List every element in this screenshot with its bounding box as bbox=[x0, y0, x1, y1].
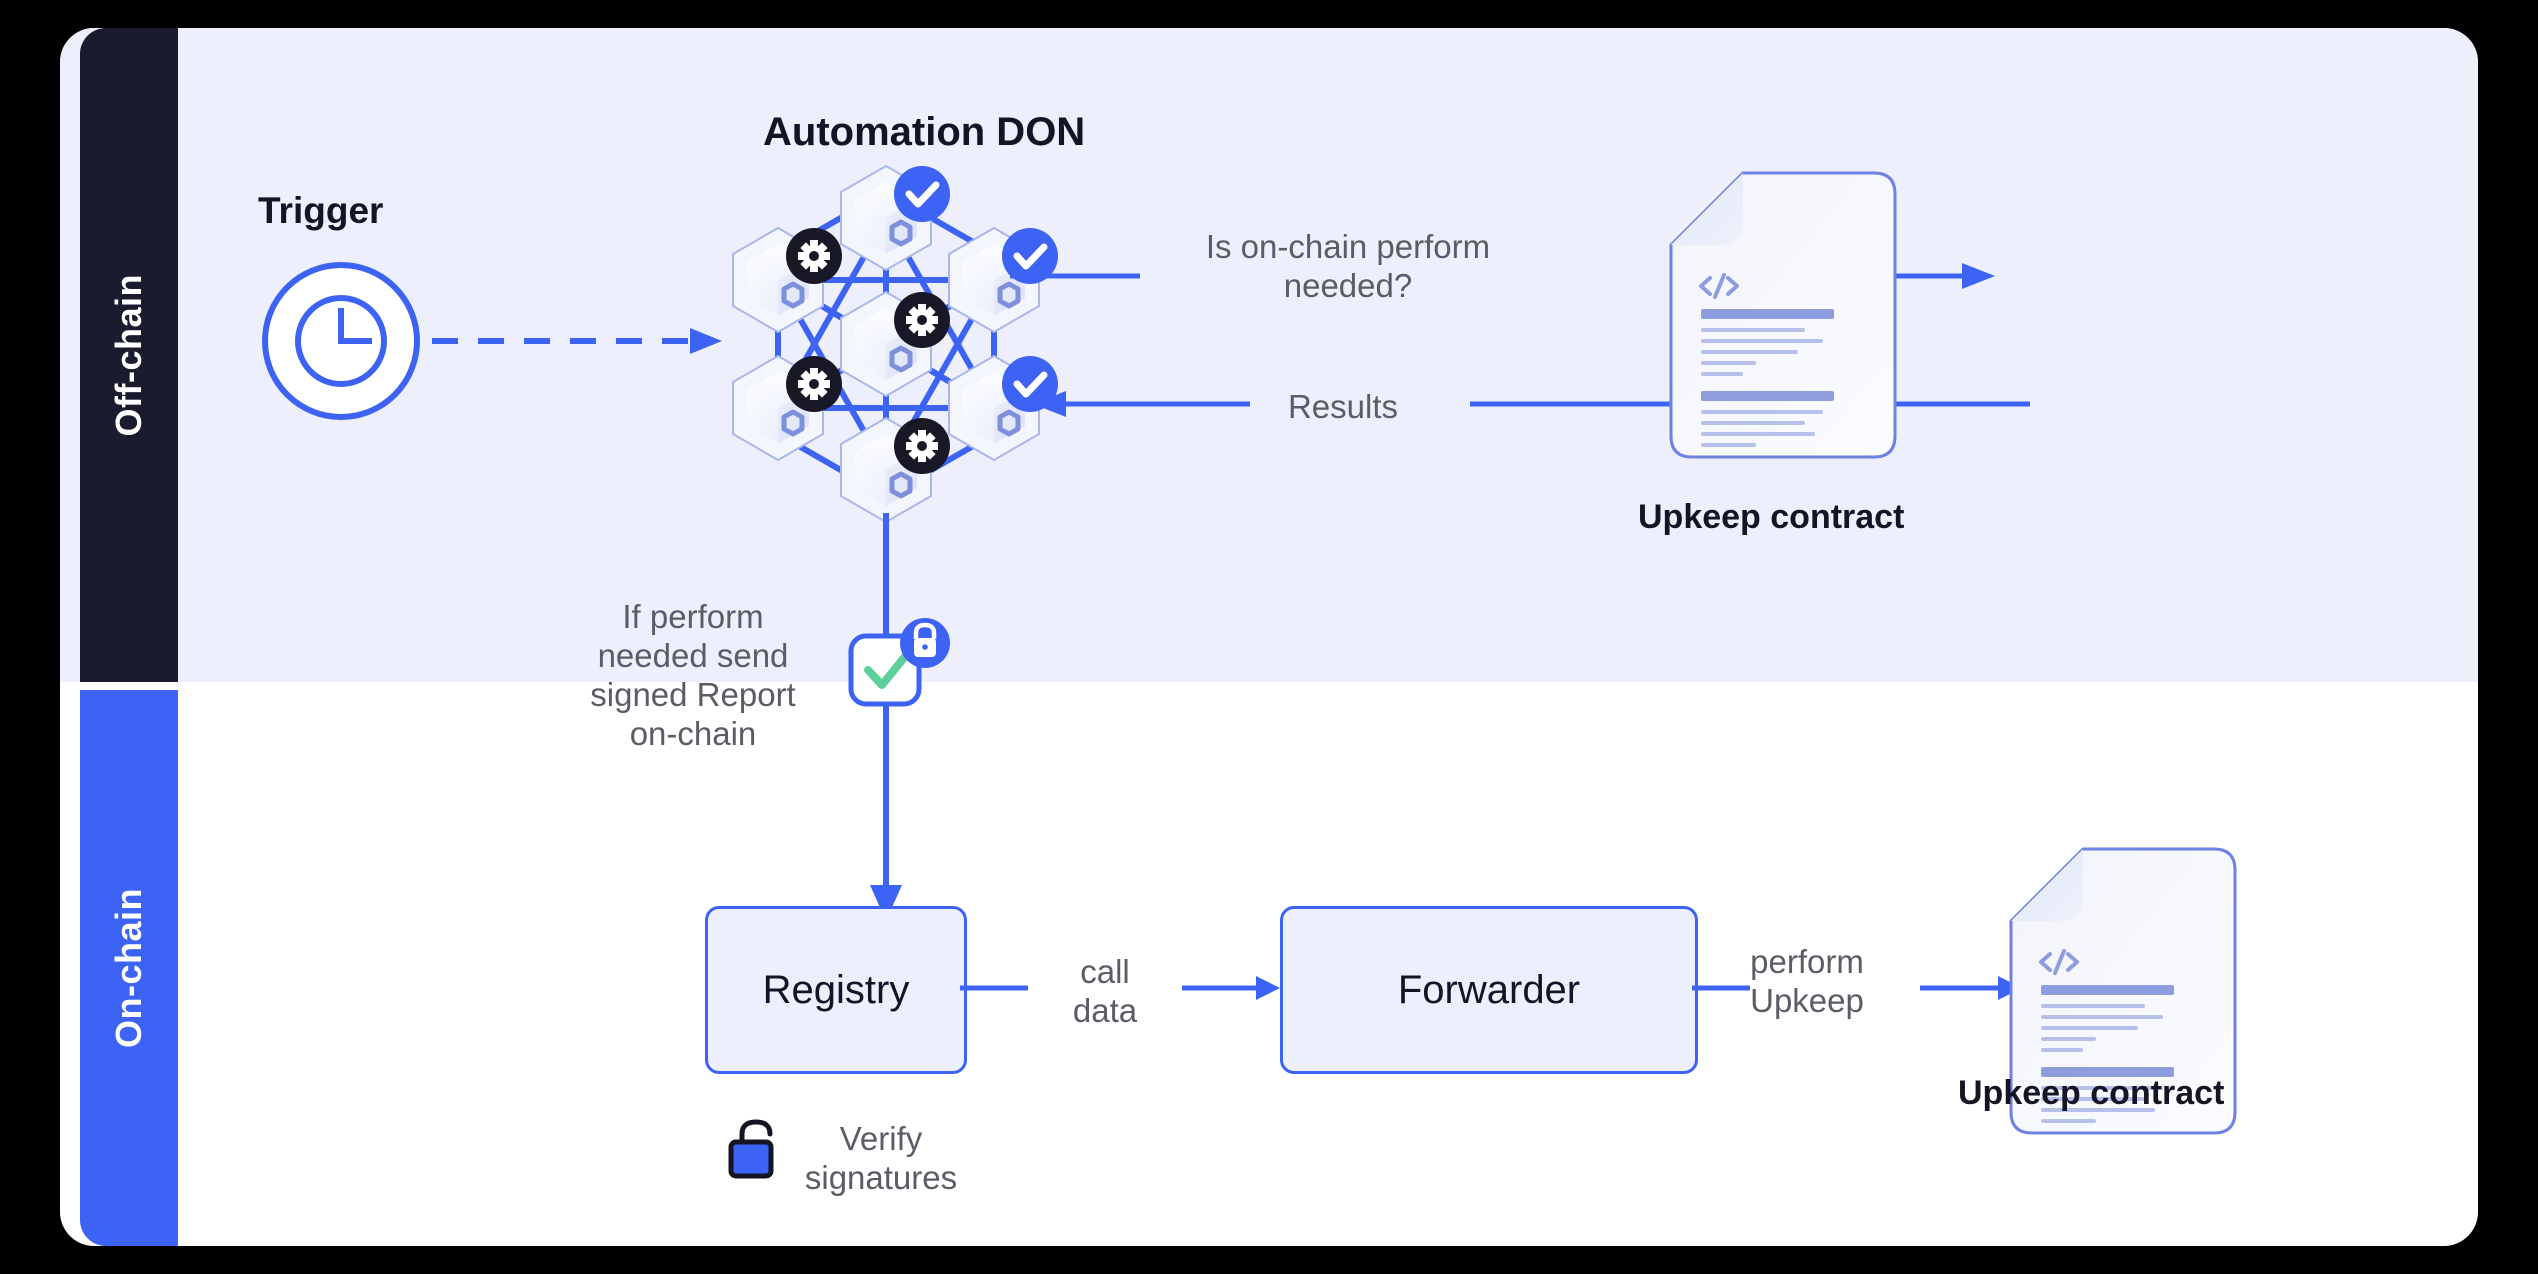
sidebar-label-offchain: Off-chain bbox=[80, 28, 178, 682]
don-node-badge-check-right-upper bbox=[1002, 228, 1058, 284]
diagram-card: Off-chain On-chain Automation DON Trigge… bbox=[60, 28, 2478, 1246]
don-node-badge-gear-left-upper bbox=[786, 228, 842, 284]
unlock-icon bbox=[728, 1118, 780, 1180]
call-data-connector bbox=[960, 972, 1280, 1004]
automation-don-network bbox=[690, 158, 1090, 538]
upkeep-contract-document-offchain bbox=[1668, 170, 1898, 460]
call-data-label: call data bbox=[1072, 953, 1138, 1029]
upkeep-contract-caption-offchain: Upkeep contract bbox=[1638, 498, 1905, 536]
registry-box[interactable]: Registry bbox=[705, 906, 967, 1074]
signed-report-downflow bbox=[830, 513, 970, 923]
don-node-badge-gear-left-lower bbox=[786, 356, 842, 412]
signed-report-note: If perform needed send signed Report on-… bbox=[590, 598, 796, 752]
perform-upkeep-label: perform Upkeep bbox=[1750, 943, 1864, 1019]
upkeep-contract-document-onchain bbox=[2008, 846, 2238, 1136]
automation-don-title: Automation DON bbox=[763, 110, 1086, 154]
is-onchain-perform-needed-label: Is on-chain perform needed? bbox=[1205, 228, 1491, 304]
upkeep-contract-caption-onchain: Upkeep contract bbox=[1958, 1074, 2225, 1112]
forwarder-label: Forwarder bbox=[1397, 967, 1581, 1012]
trigger-to-don-arrow bbox=[432, 326, 732, 356]
results-label: Results bbox=[1287, 388, 1399, 425]
onchain-label-text: On-chain bbox=[108, 887, 149, 1048]
registry-label: Registry bbox=[762, 967, 910, 1012]
trigger-clock-icon bbox=[256, 256, 426, 426]
don-node-badge-check-top bbox=[894, 166, 950, 222]
signed-report-check-lock-icon bbox=[848, 616, 958, 708]
trigger-label: Trigger bbox=[258, 190, 384, 231]
sidebar-label-onchain: On-chain bbox=[80, 690, 178, 1246]
verify-signatures-label: Verify signatures bbox=[804, 1120, 958, 1196]
don-node-badge-gear-bottom bbox=[894, 418, 950, 474]
forwarder-box[interactable]: Forwarder bbox=[1280, 906, 1698, 1074]
offchain-label-text: Off-chain bbox=[108, 273, 149, 437]
don-node-badge-check-right-lower bbox=[1002, 356, 1058, 412]
don-node-badge-gear-center bbox=[894, 292, 950, 348]
offchain-region bbox=[60, 28, 2478, 682]
